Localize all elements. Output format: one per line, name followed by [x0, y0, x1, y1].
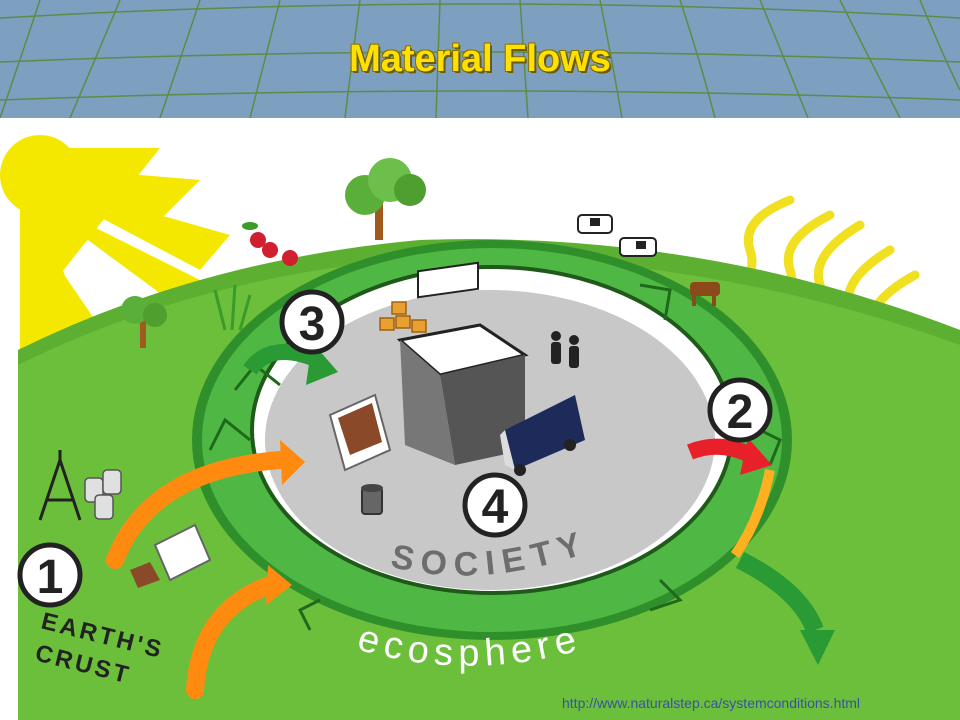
sun-icon: [0, 135, 80, 215]
page-title: Material Flows: [349, 38, 611, 80]
small-tree-icon: [121, 296, 167, 348]
material-flows-diagram: ecosphere SOCIETY: [0, 135, 960, 720]
bed-icon: [328, 393, 392, 472]
green-arrow-inflow: [243, 344, 322, 375]
source-url: http://www.naturalstep.ca/systemconditio…: [562, 695, 861, 711]
marker-3: 3: [279, 289, 345, 355]
green-arrow-return: [735, 551, 824, 634]
red-arrow-outflow: [687, 438, 754, 463]
cow-icon: [619, 237, 657, 257]
svg-text:2: 2: [727, 386, 754, 439]
cow-icon: [577, 214, 613, 234]
boxes-icon: [379, 301, 427, 333]
berries-icon: [242, 222, 298, 266]
marker-1: 1: [17, 542, 83, 608]
header-banner: Material Flows: [0, 0, 960, 118]
marker-2: 2: [707, 377, 773, 443]
barrels-icon: [84, 469, 122, 520]
orange-arrow-extraction: [106, 451, 289, 699]
marker-4: 4: [462, 472, 528, 538]
svg-text:4: 4: [482, 481, 509, 534]
people-icon: [551, 331, 579, 368]
trash-can-icon: [361, 484, 383, 515]
banner-grid: [0, 0, 960, 118]
mining-cart-icon: [130, 523, 212, 588]
oil-rig-icon: [38, 450, 82, 521]
moose-icon: [690, 282, 720, 306]
grass-icon: [213, 284, 252, 331]
svg-text:1: 1: [37, 551, 64, 604]
orange-flame-icon: [730, 469, 775, 558]
svg-text:3: 3: [299, 298, 326, 351]
truck-icon: [500, 395, 585, 476]
tree-icon: [345, 158, 426, 240]
